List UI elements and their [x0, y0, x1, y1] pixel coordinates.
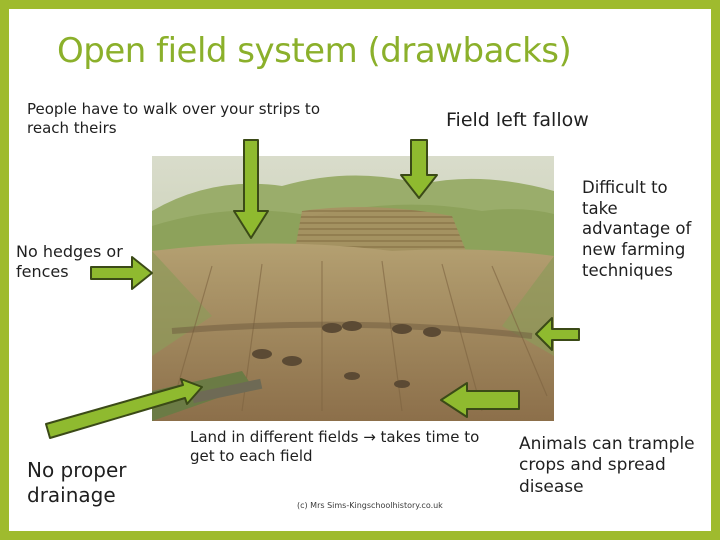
label-new-techniques: Difficult to take advantage of new farmi…	[582, 178, 692, 280]
field-painting-image	[152, 156, 554, 421]
label-land-fields: Land in different fields → takes time to…	[190, 428, 480, 465]
label-animals: Animals can trample crops and spread dis…	[519, 434, 695, 497]
label-no-hedges: No hedges or fences	[16, 242, 123, 281]
slide-content: Open field system (drawbacks) People hav…	[9, 9, 711, 531]
copyright-text: (c) Mrs Sims-Kingschoolhistory.co.uk	[297, 501, 443, 510]
label-walk-strips: People have to walk over your strips to …	[27, 100, 320, 137]
label-no-drainage: No proper drainage	[27, 458, 127, 507]
slide-title: Open field system (drawbacks)	[57, 31, 572, 71]
label-field-fallow: Field left fallow	[446, 109, 589, 131]
